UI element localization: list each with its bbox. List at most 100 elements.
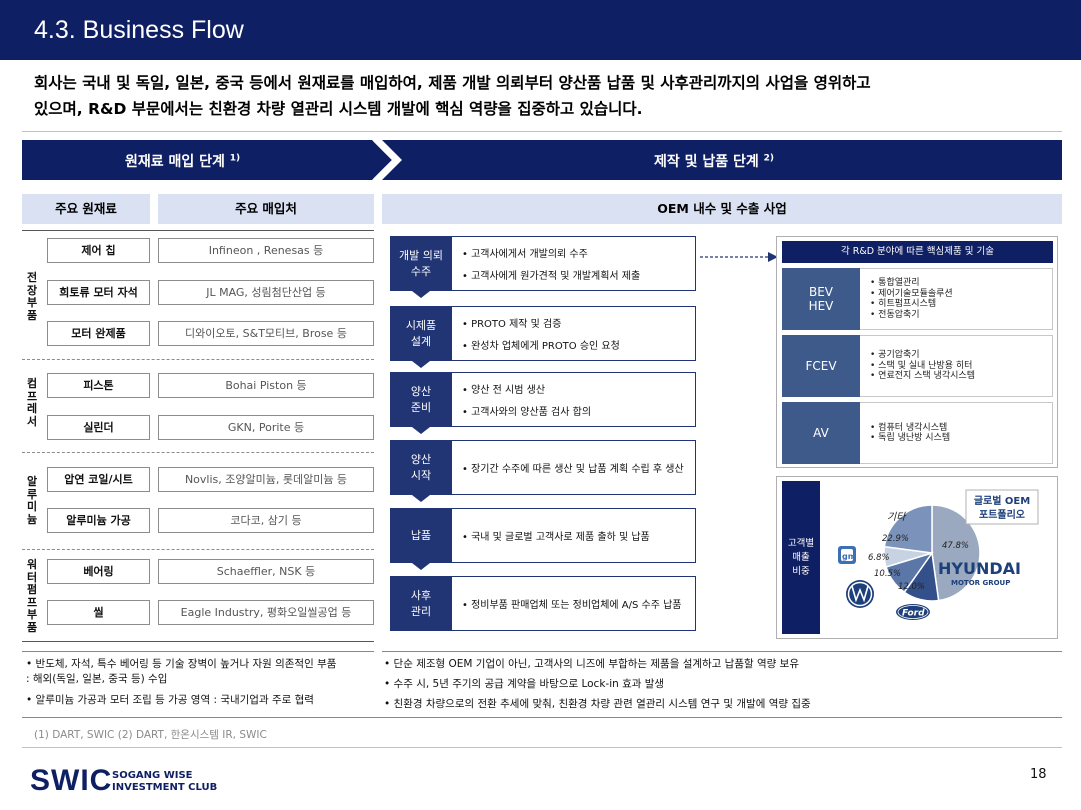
step-description: • 장기간 수주에 따른 생산 및 납품 계획 수립 후 생산 xyxy=(452,440,696,495)
summary-text: 회사는 국내 및 독일, 일본, 중국 등에서 원재료를 매입하여, 제품 개발… xyxy=(34,74,871,118)
flow-arrow xyxy=(412,495,430,502)
header-materials: 주요 원재료 xyxy=(22,194,150,224)
material-cell: 베어링 xyxy=(47,559,150,584)
material-cell: 실린더 xyxy=(47,415,150,440)
pie-slice-hyundai-motor-group xyxy=(931,504,981,602)
svg-text:Ford: Ford xyxy=(902,609,925,619)
notes-divider xyxy=(382,651,1062,652)
step-description: • 고객사에게서 개발의뢰 수주• 고객사에게 원가견적 및 개발계획서 제출 xyxy=(452,236,696,291)
material-cell: 희토류 모터 자석 xyxy=(47,280,150,305)
pie-label-gm: 6.8% xyxy=(868,553,890,563)
stage-banners xyxy=(22,140,1062,180)
stage2-label: 제작 및 납품 단계 2) xyxy=(654,153,775,170)
header-suppliers: 주요 매입처 xyxy=(158,194,374,224)
title-bar: 4.3. Business Flow xyxy=(0,0,1081,60)
note-right: • 친환경 차량으로의 전환 추세에 맞춰, 친환경 차량 관련 열관리 시스템… xyxy=(384,698,811,710)
pie-label-vw: 10.5% xyxy=(874,569,901,579)
table-top-line xyxy=(22,230,374,231)
supplier-cell: Schaeffler, NSK 등 xyxy=(158,559,374,584)
pie-label-other-name: 기타 xyxy=(887,511,907,523)
note-right: • 수주 시, 5년 주기의 공급 계약을 바탕으로 Lock-in 효과 발생 xyxy=(384,678,665,690)
flow-arrow xyxy=(412,291,430,298)
divider xyxy=(22,131,1062,132)
group-divider xyxy=(22,549,374,550)
footer-divider xyxy=(22,747,1062,748)
step-description: • 양산 전 시범 생산• 고객사와의 양산품 검사 합의 xyxy=(452,372,696,427)
step-description: • 국내 및 글로벌 고객사로 제품 출하 및 납품 xyxy=(452,508,696,563)
supplier-cell: 코다코, 삼기 등 xyxy=(158,508,374,533)
stage1-label: 원재료 매입 단계 1) xyxy=(125,153,241,170)
group-divider xyxy=(22,452,374,453)
rd-items: • 통합열관리• 제어기술모듈솔루션• 히트펌프시스템• 전동압축기 xyxy=(860,268,1053,330)
stage2-banner-shape xyxy=(382,140,1062,180)
supplier-cell: GKN, Porite 등 xyxy=(158,415,374,440)
pie-chart xyxy=(883,504,981,602)
rd-panel-title: 각 R&D 분야에 따른 핵심제품 및 기술 xyxy=(782,241,1053,263)
notes-divider xyxy=(22,651,374,652)
svg-text:포트폴리오: 포트폴리오 xyxy=(979,508,1025,521)
pie-label-hyundai: 47.8% xyxy=(942,541,969,551)
pie-label-other: 22.9% xyxy=(882,534,909,544)
page-title: 4.3. Business Flow xyxy=(34,16,244,44)
customer-share-chart: 기타 22.9% 6.8% 10.5% 12.0% 47.8% gm Ford … xyxy=(838,489,1039,620)
note-right: • 단순 제조형 OEM 기업이 아닌, 고객사의 니즈에 부합하는 제품을 설… xyxy=(384,658,799,670)
flow-arrow xyxy=(412,563,430,570)
note-left: • 알루미늄 가공과 모터 조립 등 가공 영역 : 국내기업과 주로 협력 xyxy=(26,694,314,706)
supplier-cell: JL MAG, 성림첨단산업 등 xyxy=(158,280,374,305)
supplier-cell: Bohai Piston 등 xyxy=(158,373,374,398)
material-cell: 제어 칩 xyxy=(47,238,150,263)
supplier-cell: Novlis, 조양알미늄, 롯데알미늄 등 xyxy=(158,467,374,492)
svg-text:gm: gm xyxy=(842,552,856,561)
supplier-cell: Infineon , Renesas 등 xyxy=(158,238,374,263)
footnote: (1) DART, SWIC (2) DART, 한온시스템 IR, SWIC xyxy=(34,729,267,741)
header-oem: OEM 내수 및 수출 사업 xyxy=(382,194,1062,224)
flow-arrow xyxy=(412,361,430,368)
supplier-cell: Eagle Industry, 평화오일씰공업 등 xyxy=(158,600,374,625)
notes-bottom-divider xyxy=(22,717,1062,718)
note-left: • 반도체, 자석, 특수 베어링 등 기술 장벽이 높거나 자원 의존적인 부… xyxy=(26,658,337,670)
pie-slice-기타 xyxy=(883,504,933,554)
supplier-cell: 디와이오토, S&T모티브, Brose 등 xyxy=(158,321,374,346)
material-cell: 씰 xyxy=(47,600,150,625)
hyundai-logo-icon: HYUNDAI MOTOR GROUP xyxy=(938,559,1021,587)
swic-logo: SWIC xyxy=(30,764,113,797)
stage1-banner-shape xyxy=(22,140,392,180)
material-cell: 피스톤 xyxy=(47,373,150,398)
step-description: • PROTO 제작 및 검증• 완성차 업체에게 PROTO 승인 요청 xyxy=(452,306,696,361)
pie-label-ford: 12.0% xyxy=(898,582,925,592)
global-oem-badge: 글로벌 OEM 포트폴리오 xyxy=(965,489,1039,525)
step-delivery: 납품 xyxy=(390,508,452,563)
gm-logo-icon: gm xyxy=(838,546,856,564)
connector-arrow xyxy=(700,252,778,262)
ford-logo-icon: Ford xyxy=(896,604,930,620)
rd-items: • 컴퓨터 냉각시스템• 독립 냉난방 시스템 xyxy=(860,402,1053,464)
rd-tag-av: AV xyxy=(782,402,860,464)
table-bottom-line xyxy=(22,641,374,642)
material-cell: 압연 코일/시트 xyxy=(47,467,150,492)
club-name: SOGANG WISE INVESTMENT CLUB xyxy=(112,770,218,793)
rd-tag-fcev: FCEV xyxy=(782,335,860,397)
group-divider xyxy=(22,359,374,360)
page-number: 18 xyxy=(1030,767,1047,782)
flow-arrow xyxy=(412,427,430,434)
volkswagen-logo-icon xyxy=(846,580,874,608)
svg-text:HYUNDAI: HYUNDAI xyxy=(938,559,1021,578)
material-cell: 모터 완제품 xyxy=(47,321,150,346)
svg-text:글로벌 OEM: 글로벌 OEM xyxy=(974,494,1030,507)
stage-chevron xyxy=(372,140,397,180)
svg-text:MOTOR GROUP: MOTOR GROUP xyxy=(951,579,1010,587)
note-left: : 해외(독일, 일본, 중국 등) 수입 xyxy=(26,673,168,685)
rd-items: • 공기압축기• 스택 및 실내 난방용 히터• 연료전지 스택 냉각시스템 xyxy=(860,335,1053,397)
step-description: • 정비부품 판매업체 또는 정비업체에 A/S 수주 납품 xyxy=(452,576,696,631)
